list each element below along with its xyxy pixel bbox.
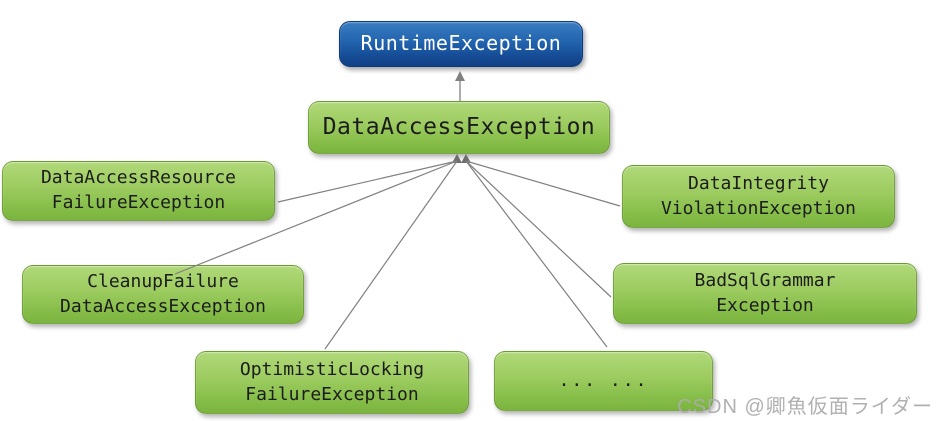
edge-bad-sql-to-dataaccess <box>465 160 612 298</box>
node-bad-sql-grammar-exception: BadSqlGrammar Exception <box>613 263 917 324</box>
arrowhead-left-icon <box>452 154 462 163</box>
node-label-line1: BadSqlGrammar <box>694 269 836 291</box>
node-data-integrity-violation-exception: DataIntegrity ViolationException <box>622 165 895 228</box>
edge-optimistic-locking-to-dataaccess <box>324 160 458 350</box>
node-more-exceptions: ... ... <box>494 351 713 411</box>
node-label-line2: Exception <box>716 294 814 316</box>
node-label-line2: FailureException <box>245 383 419 405</box>
node-cleanup-failure-data-access-exception: CleanupFailure DataAccessException <box>22 265 304 324</box>
edge-more-to-dataaccess <box>465 160 608 348</box>
node-label-line2: DataAccessException <box>60 295 266 317</box>
node-label-line2: ViolationException <box>660 197 857 219</box>
node-data-access-exception: DataAccessException <box>308 101 610 154</box>
node-label-line1: DataAccessResource <box>40 167 237 189</box>
node-runtime-exception: RuntimeException <box>339 21 583 67</box>
node-label-line2: FailureException <box>51 192 226 213</box>
node-data-access-resource-failure-exception: DataAccessResource FailureException <box>2 161 275 221</box>
arrowhead-right-icon <box>461 154 471 163</box>
node-data-access-exception-label: DataAccessException <box>322 113 596 140</box>
node-label-line1: OptimisticLocking <box>239 358 425 380</box>
node-more-exceptions-label: ... ... <box>558 369 649 391</box>
edge-resource-failure-to-dataaccess <box>277 160 458 203</box>
node-label-line1: DataIntegrity <box>688 172 829 194</box>
watermark: CSDN @卿魚仮面ライダー <box>677 390 933 419</box>
node-label-line1: CleanupFailure <box>87 270 239 292</box>
node-optimistic-locking-failure-exception: OptimisticLocking FailureException <box>195 351 469 414</box>
edge-data-integrity-to-dataaccess <box>465 160 621 207</box>
node-runtime-exception-label: RuntimeException <box>360 31 562 56</box>
arrowhead-up-icon <box>455 71 465 81</box>
watermark-text: CSDN @卿魚仮面ライダー <box>677 396 933 418</box>
